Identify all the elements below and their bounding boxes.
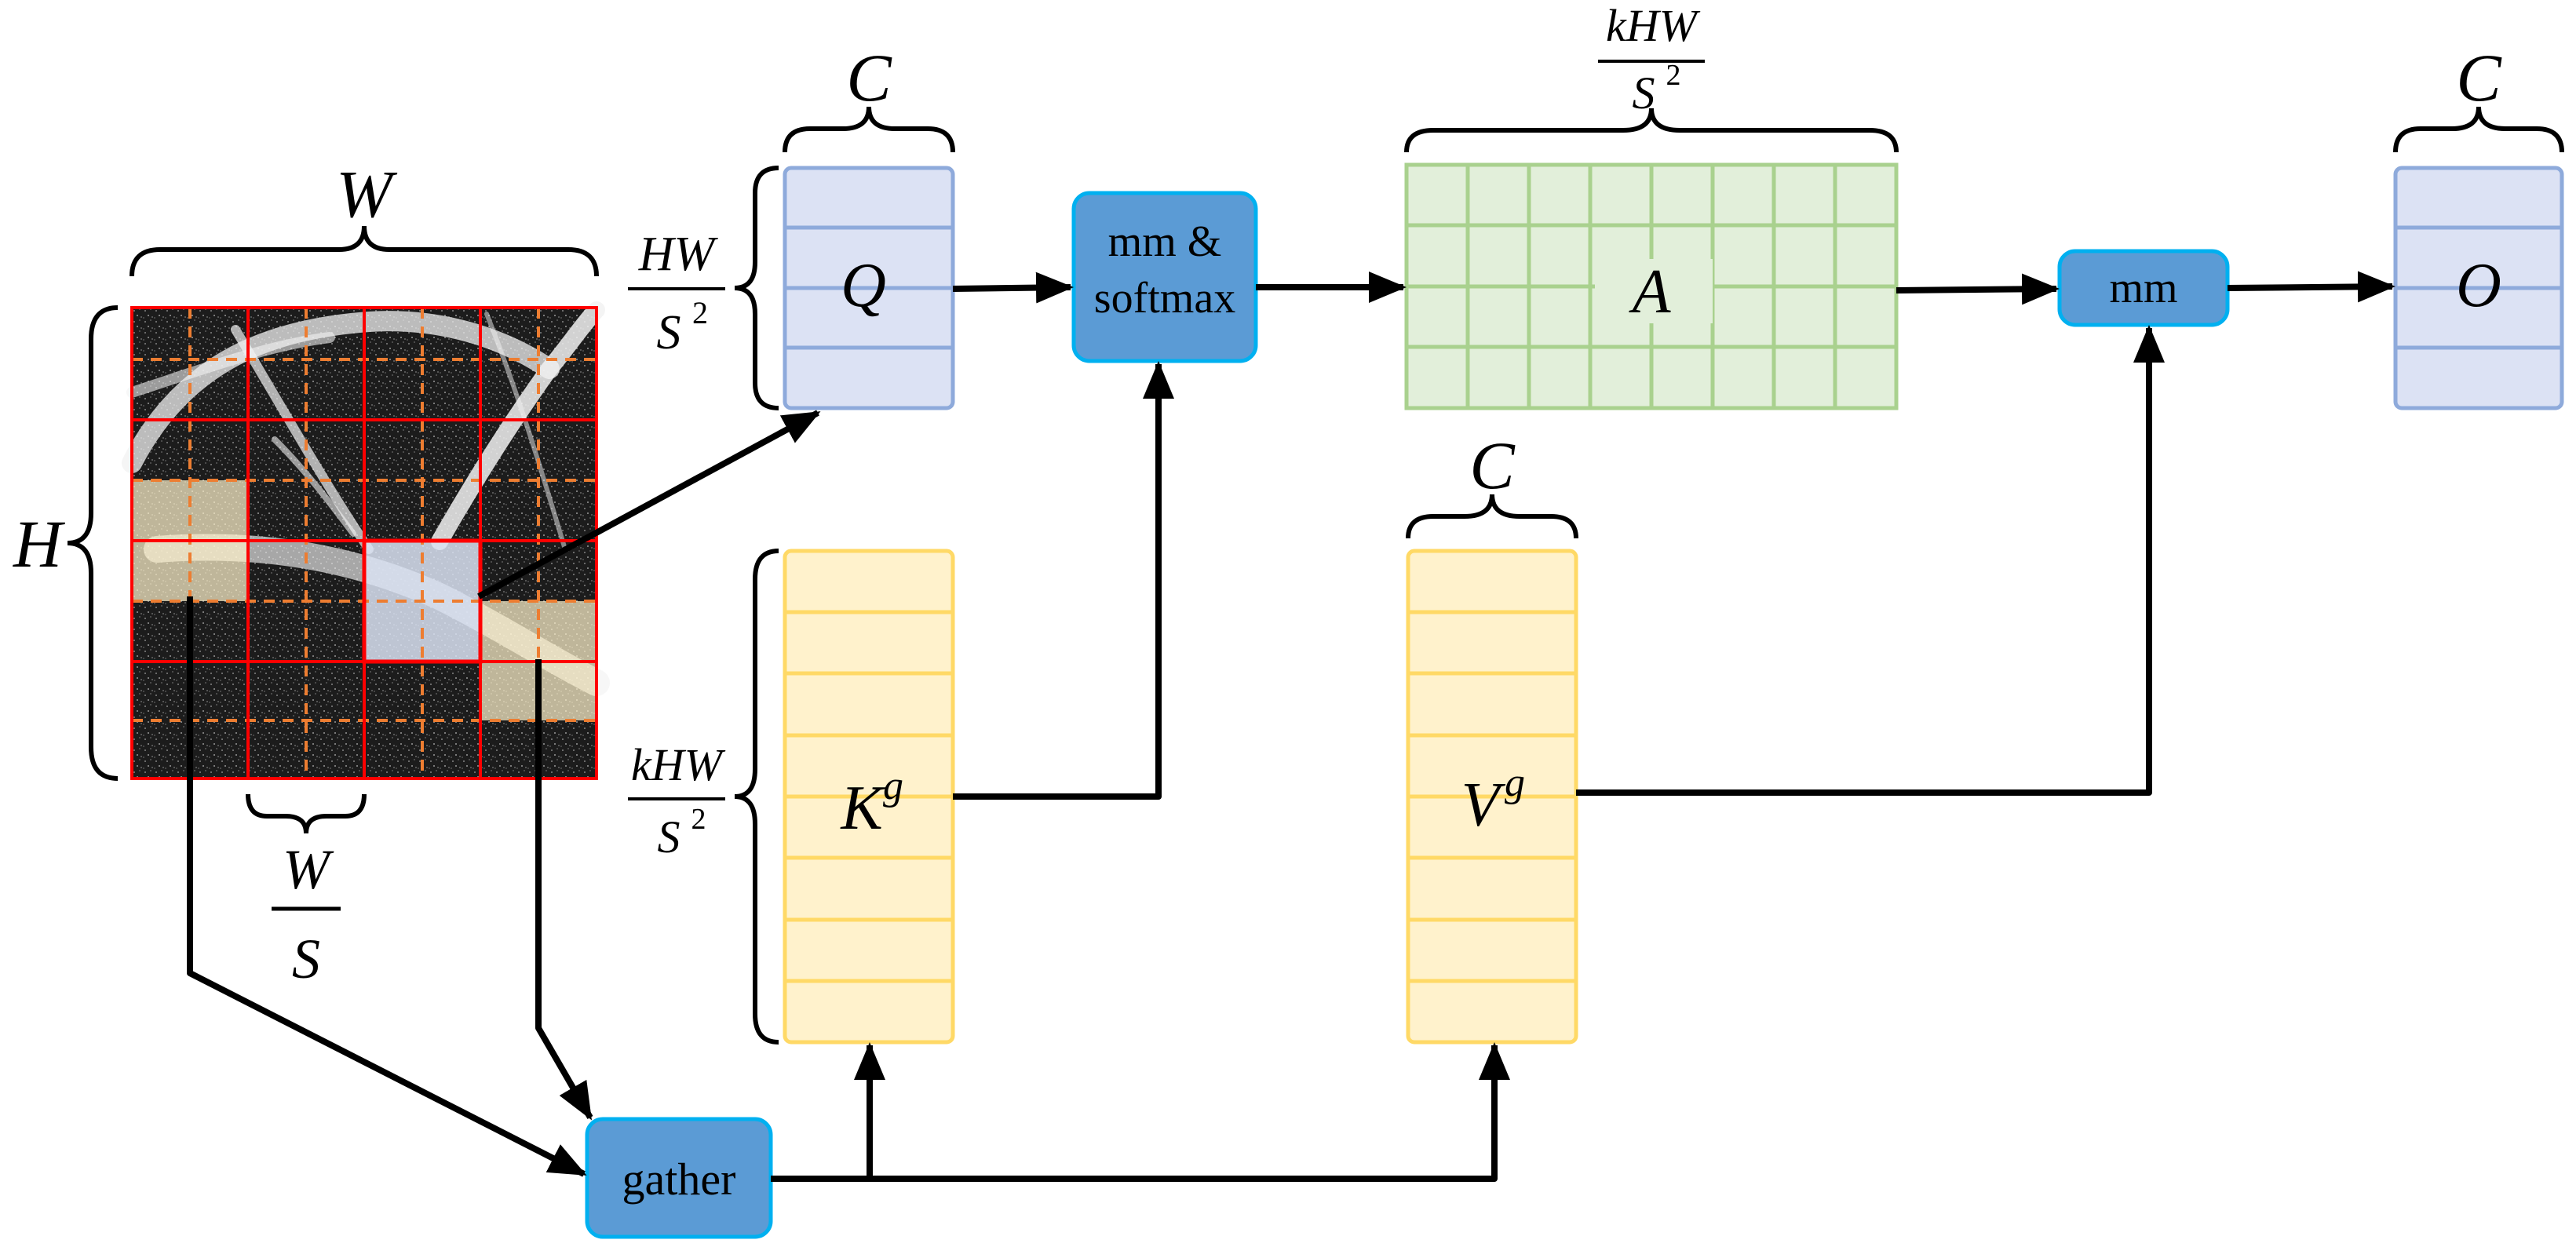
q-rows-numerator: HW xyxy=(638,228,719,281)
k-label: K xyxy=(840,774,885,843)
q-rows-brace xyxy=(734,166,779,410)
a-cols-brace xyxy=(1404,108,1899,153)
mm-softmax-line1: mm & xyxy=(1108,217,1222,266)
a-cols-denominator: S xyxy=(1633,67,1655,119)
feature-map xyxy=(122,301,610,780)
mm-op: mm xyxy=(2057,249,2230,327)
q-channel-label: C xyxy=(846,40,892,115)
k-tensor: K g xyxy=(783,549,955,1045)
region-brace xyxy=(246,793,367,834)
v-label: V xyxy=(1461,771,1506,840)
query-region-outline xyxy=(362,538,483,664)
q-rows-denominator: S xyxy=(657,306,681,359)
height-label: H xyxy=(13,506,65,582)
q-rows-denominator-exponent: 2 xyxy=(692,295,708,330)
region-width-denominator: S xyxy=(292,928,320,990)
arrow-q-to-mm-softmax xyxy=(952,272,1074,304)
a-label: A xyxy=(1629,257,1672,326)
arrow-a-to-mm xyxy=(1896,273,2060,305)
kv-rows-denominator-exponent: 2 xyxy=(691,803,706,836)
arrow-region2-to-gather xyxy=(535,659,593,1121)
arrow-mm-to-o xyxy=(2227,271,2395,303)
o-tensor: O xyxy=(2393,166,2564,410)
connectors xyxy=(187,271,2395,1182)
kv-rows-numerator: kHW xyxy=(631,739,726,790)
v-tensor: V g xyxy=(1406,549,1578,1045)
a-matrix: A xyxy=(1404,162,1899,410)
a-cols-denominator-exponent: 2 xyxy=(1666,59,1681,92)
o-channel-label: C xyxy=(2456,40,2502,115)
v-channel-label: C xyxy=(1469,428,1516,503)
o-label: O xyxy=(2456,251,2501,320)
arrow-region-to-q xyxy=(477,410,821,600)
gather-op: gather xyxy=(585,1117,773,1239)
q-label: Q xyxy=(841,251,886,320)
width-brace xyxy=(130,225,599,277)
arrow-gather-to-v xyxy=(771,1042,1510,1182)
arrow-region1-to-gather xyxy=(187,596,587,1177)
q-channel-brace xyxy=(783,106,955,153)
o-channel-brace xyxy=(2393,106,2564,153)
gather-label: gather xyxy=(622,1154,736,1205)
a-cols-numerator: kHW xyxy=(1606,0,1701,51)
k-label-superscript: g xyxy=(883,764,903,808)
region-width-numerator: W xyxy=(283,838,334,901)
mm-softmax-line2: softmax xyxy=(1094,274,1235,323)
width-label: W xyxy=(336,156,398,232)
mm-softmax-op: mm & softmax xyxy=(1071,191,1258,363)
v-label-superscript: g xyxy=(1505,760,1525,805)
v-channel-brace xyxy=(1406,494,1578,539)
mm-label: mm xyxy=(2109,264,2177,312)
arrow-k-to-mm-softmax xyxy=(953,361,1174,800)
height-brace xyxy=(67,305,119,781)
arrow-v-to-mm xyxy=(1576,325,2165,796)
q-tensor: Q xyxy=(783,166,955,410)
kv-rows-brace xyxy=(734,549,779,1045)
kv-rows-denominator: S xyxy=(658,811,680,862)
